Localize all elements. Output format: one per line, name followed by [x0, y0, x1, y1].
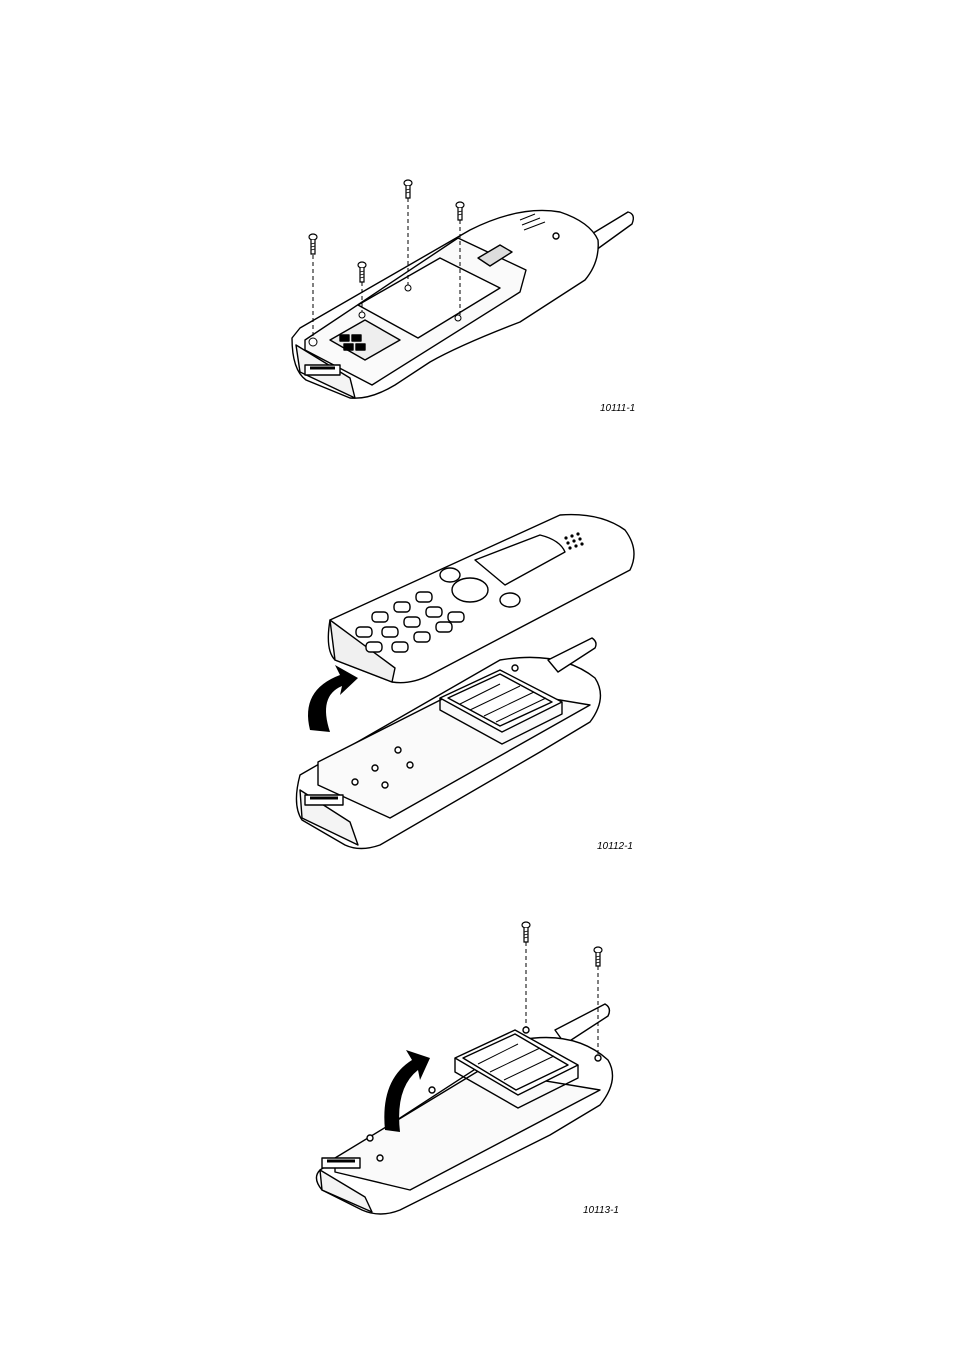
screw-1 [309, 234, 317, 254]
screw-3 [404, 180, 412, 198]
screw-4 [456, 202, 464, 220]
figure-label: 10111-1 [600, 403, 635, 414]
phone-display-removal-illustration [0, 900, 954, 1230]
figure-1-remove-back-screws: 10111-1 [0, 0, 954, 430]
lift-arrow-icon [308, 665, 358, 732]
phone-back-illustration [0, 0, 954, 430]
screw-b [594, 947, 602, 966]
figure-3-remove-display-screws: 10113-1 [0, 900, 954, 1230]
figure-label: 10113-1 [583, 1205, 619, 1216]
screw-2 [358, 262, 366, 282]
figure-2-lift-front-cover: 10112-1 [0, 500, 954, 860]
screw-a [522, 922, 530, 942]
phone-front-cover-illustration [0, 500, 954, 860]
figure-label: 10112-1 [597, 841, 633, 852]
